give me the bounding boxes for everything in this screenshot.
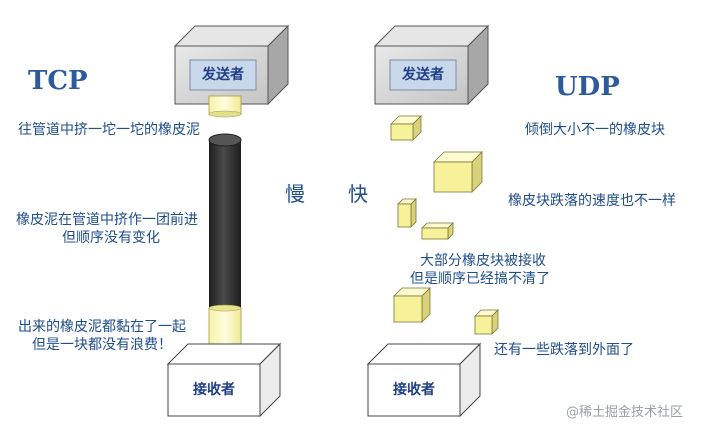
tcp-note-squeeze: 往管道中挤一坨一坨的橡皮泥 bbox=[18, 122, 200, 138]
tcp-note-travel-line2: 但顺序没有变化 bbox=[62, 230, 160, 246]
tcp-receiver-box bbox=[166, 342, 282, 418]
tcp-note-output-line1: 出来的橡皮泥都黏在了一起 bbox=[18, 319, 186, 335]
udp-note-pour: 倾倒大小不一的橡皮块 bbox=[525, 122, 665, 138]
udp-block-2 bbox=[433, 151, 483, 193]
udp-block-6 bbox=[474, 309, 499, 335]
tcp-title: TCP bbox=[28, 66, 88, 96]
udp-block-5 bbox=[393, 287, 431, 323]
udp-title: UDP bbox=[555, 72, 620, 102]
tcp-note-output-line2: 但是一块都没有浪费！ bbox=[32, 337, 172, 353]
speed-slow-label: 慢 bbox=[285, 182, 305, 206]
watermark: @稀土掘金技术社区 bbox=[566, 405, 684, 420]
udp-note-received-line1: 大部分橡皮块被接收 bbox=[420, 253, 546, 269]
tcp-note-travel-line1: 橡皮泥在管道中挤作一团前进 bbox=[16, 212, 198, 228]
tcp-pipe bbox=[208, 95, 242, 353]
udp-receiver-label: 接收者 bbox=[393, 382, 435, 398]
udp-block-4 bbox=[421, 222, 454, 240]
speed-fast-label: 快 bbox=[348, 182, 368, 206]
tcp-sender-label: 发送者 bbox=[202, 67, 244, 83]
udp-block-1 bbox=[390, 115, 422, 141]
udp-block-3 bbox=[397, 198, 417, 228]
udp-sender-label: 发送者 bbox=[402, 67, 444, 83]
tcp-sender-box bbox=[173, 24, 290, 106]
tcp-receiver-label: 接收者 bbox=[193, 382, 235, 398]
udp-note-received-line2: 但是顺序已经搞不清了 bbox=[410, 271, 550, 287]
udp-note-dropped: 还有一些跌落到外面了 bbox=[494, 342, 634, 358]
udp-receiver-box bbox=[366, 342, 482, 418]
udp-note-fall-speed: 橡皮块跌落的速度也不一样 bbox=[508, 193, 676, 209]
udp-sender-box bbox=[373, 24, 490, 106]
